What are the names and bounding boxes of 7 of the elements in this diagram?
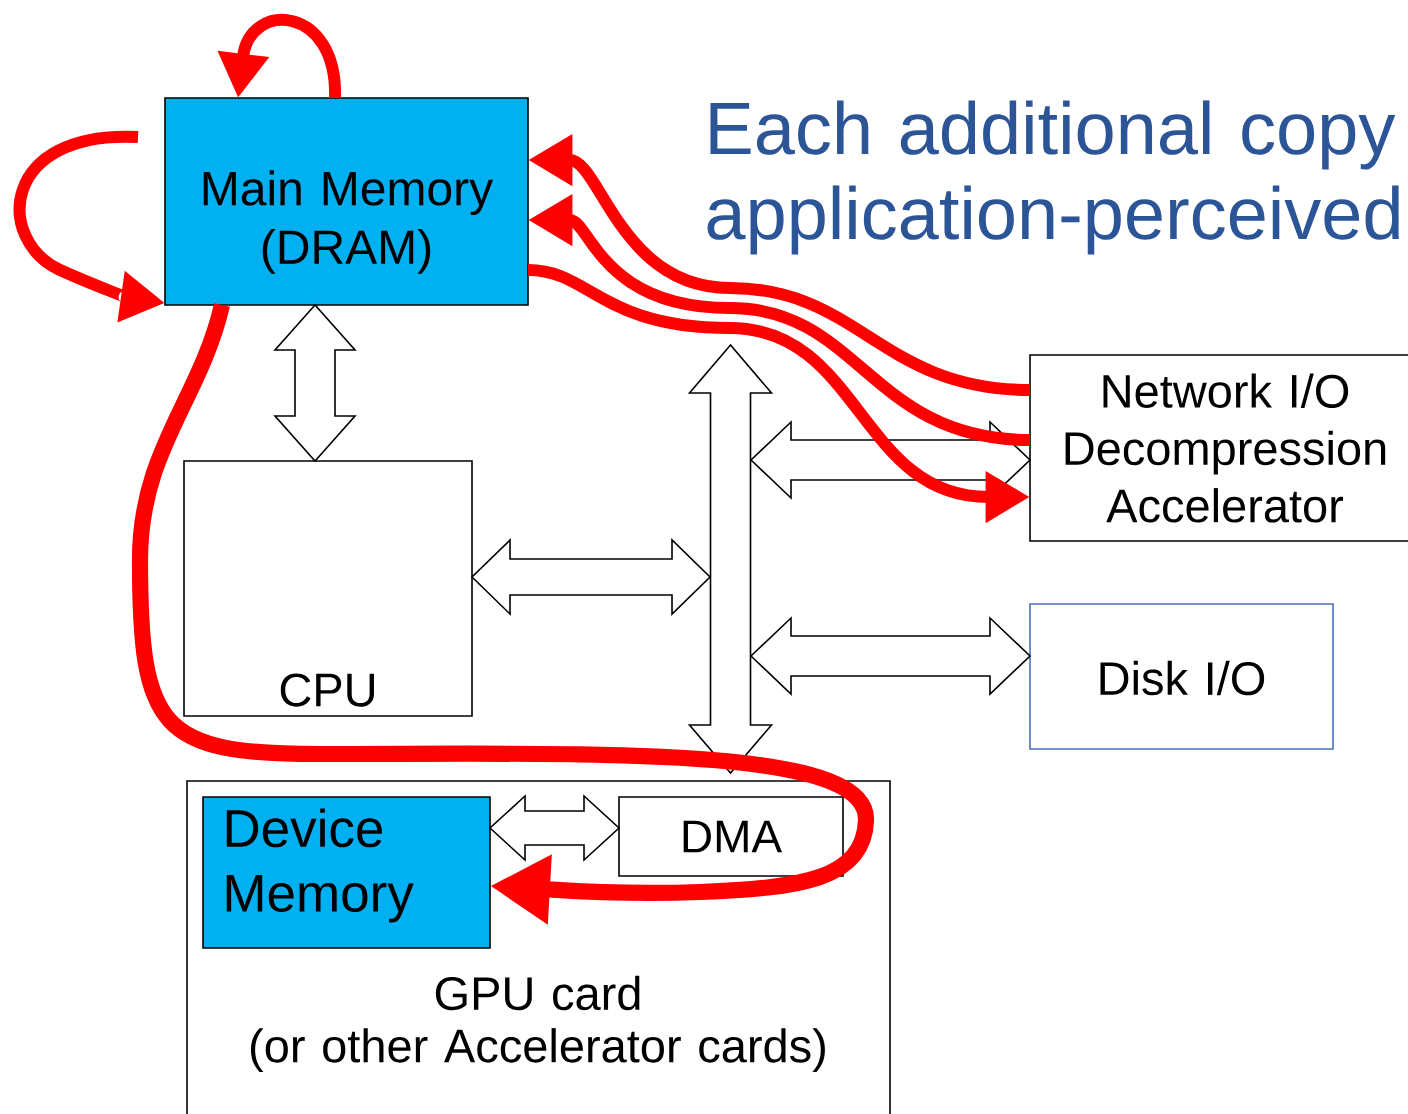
accelerator-box: Network I/O Decompression Accelerator (1029, 354, 1408, 542)
cpu-box: CPU (183, 460, 473, 717)
arrow (131, 302, 875, 925)
memory-box: Device Memory (202, 796, 491, 949)
title: Each additional copy application-perceived (707, 100, 1399, 255)
memory-box: Main Memory (DRAM) (164, 97, 529, 306)
dma-box: DMA (618, 796, 844, 877)
